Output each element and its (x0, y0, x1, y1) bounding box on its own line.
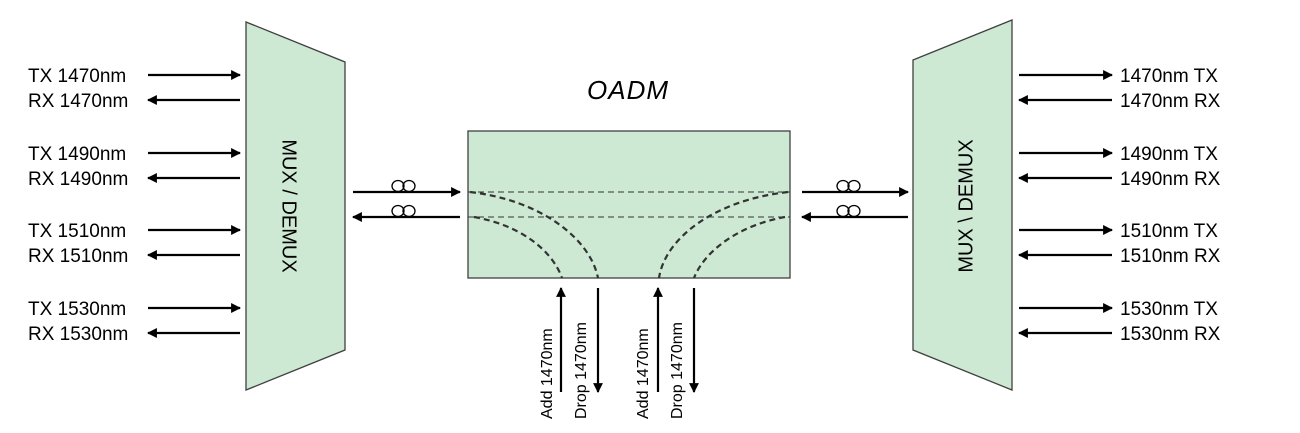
add-drop-right: Add 1470nm Drop 1470nm (635, 287, 699, 419)
right-port-1470: 1470nm TX 1470nm RX (1018, 66, 1221, 112)
mux-demux-left-body (245, 21, 346, 391)
left-port-1490: TX 1490nm RX 1490nm (28, 144, 241, 190)
oadm-drop-path-left (469, 190, 600, 279)
left-rx-label: RX 1530nm (28, 324, 128, 345)
left-ports: TX 1470nm RX 1470nm TX 1490nm RX 1490nm … (28, 66, 241, 345)
drop-label-right: Drop 1470nm (669, 322, 686, 419)
left-port-1470: TX 1470nm RX 1470nm (28, 66, 241, 112)
right-rx-label: 1490nm RX (1120, 169, 1221, 190)
oadm-box (467, 130, 791, 279)
fiber-coil-icon (836, 204, 861, 218)
right-rx-label: 1530nm RX (1120, 324, 1221, 345)
mux-demux-left-label: MUX / DEMUX (278, 139, 300, 272)
left-rx-label: RX 1470nm (28, 91, 128, 112)
right-tx-label: 1510nm TX (1120, 221, 1218, 242)
oadm-drop-path-right (692, 215, 786, 279)
mux-demux-right-label: MUX \ DEMUX (955, 139, 977, 272)
left-tx-label: TX 1530nm (28, 299, 126, 320)
right-ports: 1470nm TX 1470nm RX 1490nm TX 1490nm RX … (1018, 66, 1221, 345)
right-tx-label: 1490nm TX (1120, 144, 1218, 165)
fiber-link-right (801, 179, 909, 222)
mux-demux-right: MUX \ DEMUX (912, 19, 1013, 391)
mux-demux-left: MUX / DEMUX (245, 21, 346, 391)
fiber-coil-icon (391, 179, 416, 193)
add-label-right: Add 1470nm (635, 328, 652, 419)
drop-label-left: Drop 1470nm (573, 322, 590, 419)
left-rx-label: RX 1490nm (28, 169, 128, 190)
oadm-block: OADM (467, 75, 791, 279)
add-drop-left: Add 1470nm Drop 1470nm (539, 287, 603, 419)
oadm-add-path-left (473, 215, 564, 279)
left-port-1530: TX 1530nm RX 1530nm (28, 299, 241, 345)
left-port-1510: TX 1510nm RX 1510nm (28, 221, 241, 267)
right-tx-label: 1530nm TX (1120, 299, 1218, 320)
add-label-left: Add 1470nm (539, 328, 556, 419)
fiber-link-left (352, 179, 461, 222)
oadm-add-path-right (657, 190, 789, 279)
fiber-coil-icon (391, 204, 416, 218)
right-rx-label: 1470nm RX (1120, 91, 1221, 112)
fiber-coil-icon (836, 179, 861, 193)
left-rx-label: RX 1510nm (28, 246, 128, 267)
right-port-1530: 1530nm TX 1530nm RX (1018, 299, 1221, 345)
right-port-1490: 1490nm TX 1490nm RX (1018, 144, 1221, 190)
oadm-title: OADM (587, 75, 669, 105)
left-tx-label: TX 1470nm (28, 66, 126, 87)
right-rx-label: 1510nm RX (1120, 246, 1221, 267)
right-tx-label: 1470nm TX (1120, 66, 1218, 87)
left-tx-label: TX 1490nm (28, 144, 126, 165)
right-port-1510: 1510nm TX 1510nm RX (1018, 221, 1221, 267)
mux-demux-right-body (912, 19, 1013, 391)
left-tx-label: TX 1510nm (28, 221, 126, 242)
